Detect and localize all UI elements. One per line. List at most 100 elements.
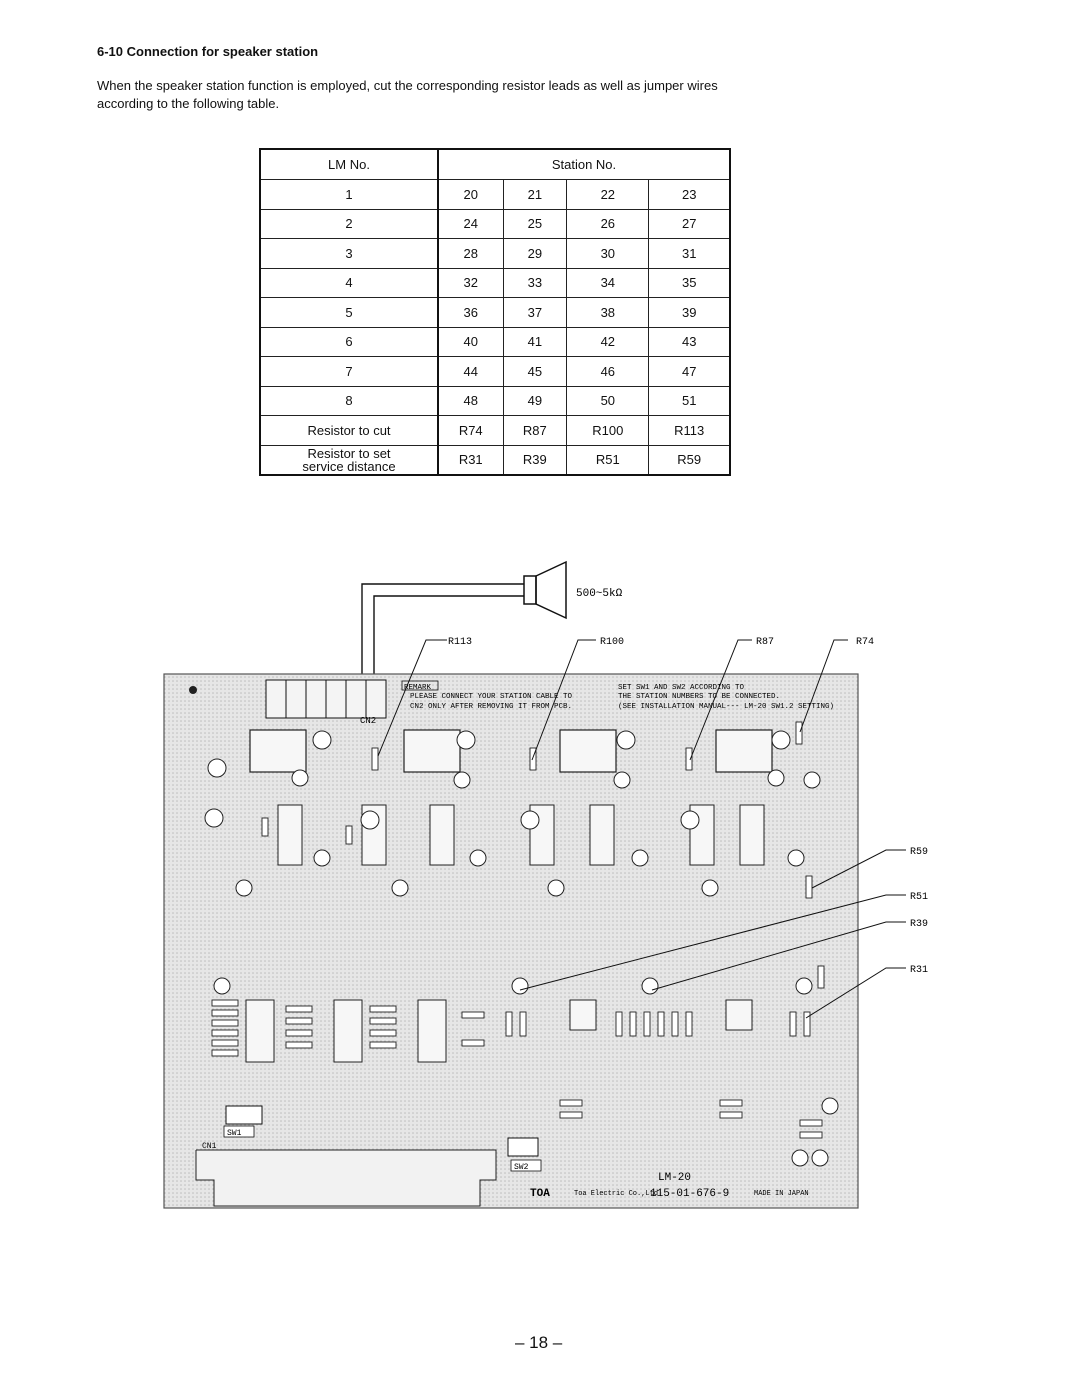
- station-number-cell: 23: [648, 179, 731, 210]
- callout-r87: R87: [756, 637, 774, 648]
- sw2-label-box: [510, 1159, 542, 1172]
- set-value: R31: [437, 444, 504, 476]
- lm-number-cell: 2: [259, 208, 439, 239]
- station-number-cell: 28: [437, 238, 504, 269]
- station-number-cell: 41: [502, 326, 568, 357]
- right-callout-leaders: [519, 849, 906, 1019]
- sw1-switch: [225, 1105, 263, 1125]
- set-value: R59: [648, 444, 731, 476]
- remark-box: [401, 680, 439, 691]
- station-number-cell: 32: [437, 267, 504, 298]
- station-number-cell: 50: [566, 385, 650, 416]
- section-heading: 6-10 Connection for speaker station: [97, 44, 318, 59]
- maker-name: Toa Electric Co.,Ltd: [574, 1190, 658, 1198]
- cn1-label: CN1: [202, 1142, 217, 1151]
- set-label: Resistor to set service distance: [259, 444, 439, 476]
- station-number-cell: 22: [566, 179, 650, 210]
- station-number-cell: 49: [502, 385, 568, 416]
- transformers: [249, 729, 773, 773]
- set-value: R39: [502, 444, 568, 476]
- station-number-cell: 31: [648, 238, 731, 269]
- page-number: – 18 –: [515, 1333, 563, 1352]
- set-label-line1: Resistor to set: [307, 445, 391, 461]
- setting-note-line: SET SW1 AND SW2 ACCORDING TO: [618, 684, 745, 692]
- station-number-cell: 27: [648, 208, 731, 239]
- station-number-cell: 21: [502, 179, 568, 210]
- station-number-cell: 48: [437, 385, 504, 416]
- cut-value: R87: [502, 415, 568, 446]
- cut-row: Resistor to cut R74 R87 R100 R113: [259, 415, 731, 446]
- lm-number-cell: 3: [259, 238, 439, 269]
- toa-logo-text: TOA: [530, 1188, 550, 1200]
- lm-number-cell: 6: [259, 326, 439, 357]
- callout-r100: R100: [600, 637, 624, 648]
- set-row: Resistor to set service distance R31 R39…: [259, 444, 731, 476]
- station-number-cell: 38: [566, 297, 650, 328]
- speaker-icon: [523, 560, 567, 620]
- intro-paragraph: When the speaker station function is emp…: [97, 78, 718, 111]
- lm-number-cell: 5: [259, 297, 439, 328]
- station-number-cell: 24: [437, 208, 504, 239]
- set-label-line2: service distance: [302, 458, 396, 474]
- station-number-cell: 25: [502, 208, 568, 239]
- remark-line: PLEASE CONNECT YOUR STATION CABLE TO: [410, 693, 573, 701]
- station-number-cell: 40: [437, 326, 504, 357]
- section-number: 6-10: [97, 44, 124, 59]
- part-number: 115-01-676-9: [650, 1188, 729, 1200]
- station-number-cell: 39: [648, 297, 731, 328]
- callout-r31: R31: [910, 965, 928, 976]
- station-number-cell: 43: [648, 326, 731, 357]
- remark-line: CN2 ONLY AFTER REMOVING IT FROM PCB.: [410, 703, 572, 711]
- top-callout-leaders: [377, 639, 848, 761]
- station-number-cell: 33: [502, 267, 568, 298]
- station-number-cell: 46: [566, 356, 650, 387]
- station-number-cell: 44: [437, 356, 504, 387]
- capacitors: [204, 730, 839, 1167]
- remark-title: REMARK: [404, 684, 432, 692]
- lm-number-cell: 7: [259, 356, 439, 387]
- lm-number-cell: 8: [259, 385, 439, 416]
- callout-r51: R51: [910, 892, 928, 903]
- table-header-row: LM No. Station No.: [259, 148, 731, 180]
- station-number-cell: 30: [566, 238, 650, 269]
- callout-r74: R74: [856, 637, 874, 648]
- sw1-label: SW1: [227, 1129, 242, 1138]
- cut-value: R100: [566, 415, 650, 446]
- station-number-cell: 36: [437, 297, 504, 328]
- station-number-cell: 51: [648, 385, 731, 416]
- station-number-cell: 42: [566, 326, 650, 357]
- header-station-no: Station No.: [437, 148, 731, 180]
- cut-label: Resistor to cut: [259, 415, 439, 446]
- header-lm-no: LM No.: [259, 148, 439, 180]
- mounting-hole: [189, 686, 197, 694]
- board-model: LM-20: [658, 1172, 691, 1184]
- cn2-label: CN2: [360, 716, 376, 726]
- station-number-cell: 34: [566, 267, 650, 298]
- cn2-connector: [265, 679, 387, 719]
- lm-number-cell: 1: [259, 179, 439, 210]
- set-value: R51: [566, 444, 650, 476]
- station-number-cell: 47: [648, 356, 731, 387]
- resistor-arrays: [211, 721, 825, 1139]
- sw2-switch: [507, 1137, 539, 1157]
- section-title: Connection for speaker station: [126, 44, 319, 59]
- made-in-label: MADE IN JAPAN: [754, 1190, 809, 1198]
- speaker-cable: [361, 583, 524, 690]
- cut-value: R113: [648, 415, 731, 446]
- callout-r39: R39: [910, 919, 928, 930]
- station-number-cell: 29: [502, 238, 568, 269]
- setting-note-line: THE STATION NUMBERS TO BE CONNECTED.: [618, 693, 780, 701]
- ic-chips: [245, 804, 765, 1063]
- lm-number-cell: 4: [259, 267, 439, 298]
- station-number-cell: 20: [437, 179, 504, 210]
- cn1-edge-connector: [195, 1149, 497, 1207]
- station-number-cell: 35: [648, 267, 731, 298]
- callout-r113: R113: [448, 637, 472, 648]
- callout-r59: R59: [910, 847, 928, 858]
